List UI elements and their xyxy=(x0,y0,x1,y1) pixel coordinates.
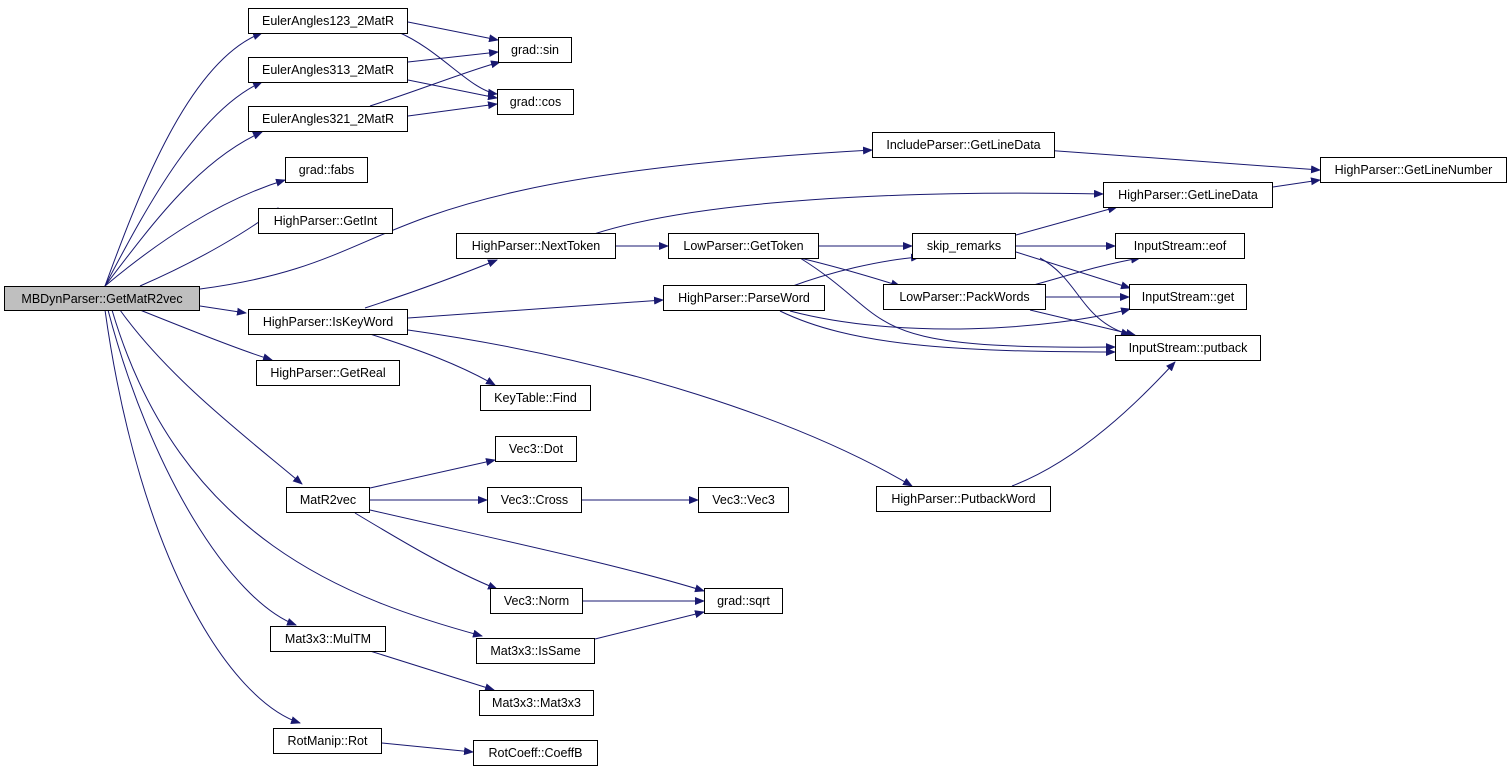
node-highparser-putbackword[interactable]: HighParser::PutbackWord xyxy=(876,486,1051,512)
node-lowparser-packwords[interactable]: LowParser::PackWords xyxy=(883,284,1046,310)
node-grad-fabs[interactable]: grad::fabs xyxy=(285,157,368,183)
node-grad-sin[interactable]: grad::sin xyxy=(498,37,572,63)
edge-hpparseword-skip xyxy=(789,253,921,288)
node-inputstream-get[interactable]: InputStream::get xyxy=(1129,284,1247,310)
edge-root-hpgetreal xyxy=(139,309,273,362)
edge-ea313-gsin xyxy=(407,49,499,63)
edge-rmrot-rccoeff xyxy=(381,742,474,756)
node-highparser-getlinedata[interactable]: HighParser::GetLineData xyxy=(1103,182,1273,208)
edge-root-ea123 xyxy=(104,32,263,287)
edge-ea123-gcos xyxy=(397,31,498,97)
edge-matr2vec-vnorm xyxy=(354,512,498,590)
node-vec3-vec3[interactable]: Vec3::Vec3 xyxy=(698,487,789,513)
edge-root-hpiskey xyxy=(199,305,247,316)
node-highparser-parseword[interactable]: HighParser::ParseWord xyxy=(663,285,825,311)
edge-lppack-isputback xyxy=(1029,309,1136,337)
edge-hpiskey-ktfind xyxy=(369,333,496,386)
edge-matr2vec-gsqrt xyxy=(369,509,705,593)
edge-incgetline-hpgetlinenum xyxy=(1029,148,1321,174)
node-includeparser-getlinedata[interactable]: IncludeParser::GetLineData xyxy=(872,132,1055,158)
edge-mmultm-mmat3x3 xyxy=(369,650,495,692)
node-eulerangles123-2matr[interactable]: EulerAngles123_2MatR xyxy=(248,8,408,34)
node-grad-sqrt[interactable]: grad::sqrt xyxy=(704,588,783,614)
edge-ea123-gsin xyxy=(407,21,499,43)
node-eulerangles313-2matr[interactable]: EulerAngles313_2MatR xyxy=(248,57,408,83)
edge-hpparseword-isget xyxy=(789,307,1131,330)
edge-lppack-iseof xyxy=(1029,255,1141,287)
edge-hpparseword-isputback xyxy=(779,310,1116,356)
edge-skip-hpgetline xyxy=(1015,205,1118,236)
node-vec3-dot[interactable]: Vec3::Dot xyxy=(495,436,577,462)
node-mat3x3-issame[interactable]: Mat3x3::IsSame xyxy=(476,638,595,664)
edge-root-mmultm xyxy=(107,309,297,626)
edge-root-missame xyxy=(111,309,483,638)
edge-hpnexttoken-hpgetline xyxy=(593,189,1104,235)
node-keytable-find[interactable]: KeyTable::Find xyxy=(480,385,591,411)
edge-skip-isputback xyxy=(1039,257,1131,337)
node-grad-cos[interactable]: grad::cos xyxy=(497,89,574,115)
node-eulerangles321-2matr[interactable]: EulerAngles321_2MatR xyxy=(248,106,408,132)
node-matr2vec[interactable]: MatR2vec xyxy=(286,487,370,513)
edge-hpiskey-hpputback xyxy=(407,329,913,487)
node-vec3-norm[interactable]: Vec3::Norm xyxy=(490,588,583,614)
node-mat3x3-multm[interactable]: Mat3x3::MulTM xyxy=(270,626,386,652)
edge-root-ea313 xyxy=(104,81,263,287)
edge-hpiskey-hpparseword xyxy=(407,296,664,319)
edge-skip-isget xyxy=(1015,251,1131,290)
edge-hpputback-isputback xyxy=(1011,361,1176,487)
edge-root-incgetline xyxy=(199,146,873,290)
edge-root-ea321 xyxy=(104,131,263,287)
node-mat3x3-mat3x3[interactable]: Mat3x3::Mat3x3 xyxy=(479,690,594,716)
edge-hpiskey-hpnexttoken xyxy=(364,259,498,309)
edge-ea321-gcos xyxy=(407,101,498,117)
node-rotcoeff-coeffb[interactable]: RotCoeff::CoeffB xyxy=(473,740,598,766)
node-highparser-iskeyword[interactable]: HighParser::IsKeyWord xyxy=(248,309,408,335)
node-inputstream-putback[interactable]: InputStream::putback xyxy=(1115,335,1261,361)
node-skip-remarks[interactable]: skip_remarks xyxy=(912,233,1016,259)
edge-root-matr2vec xyxy=(119,309,303,485)
node-lowparser-gettoken[interactable]: LowParser::GetToken xyxy=(668,233,819,259)
edge-missame-gsqrt xyxy=(594,610,705,640)
node-rotmanip-rot[interactable]: RotManip::Rot xyxy=(273,728,382,754)
node-highparser-getreal[interactable]: HighParser::GetReal xyxy=(256,360,400,386)
node-highparser-nexttoken[interactable]: HighParser::NextToken xyxy=(456,233,616,259)
node-inputstream-eof[interactable]: InputStream::eof xyxy=(1115,233,1245,259)
node-vec3-cross[interactable]: Vec3::Cross xyxy=(487,487,582,513)
edge-hpgetline-hpgetlinenum xyxy=(1272,177,1321,188)
edge-lpgettoken-lppack xyxy=(799,257,901,288)
edge-root-gfabs xyxy=(104,178,286,287)
edge-ea313-gcos xyxy=(407,79,498,101)
node-highparser-getlinenumber[interactable]: HighParser::GetLineNumber xyxy=(1320,157,1507,183)
node-mbdynparser-getmatr2vec: MBDynParser::GetMatR2vec xyxy=(4,286,200,311)
edge-root-rmrot xyxy=(104,309,301,724)
edge-lpgettoken-isputback xyxy=(799,257,1116,352)
node-highparser-getint[interactable]: HighParser::GetInt xyxy=(258,208,393,234)
edge-matr2vec-vdot xyxy=(369,458,496,489)
edge-ea321-gsin xyxy=(369,60,501,107)
